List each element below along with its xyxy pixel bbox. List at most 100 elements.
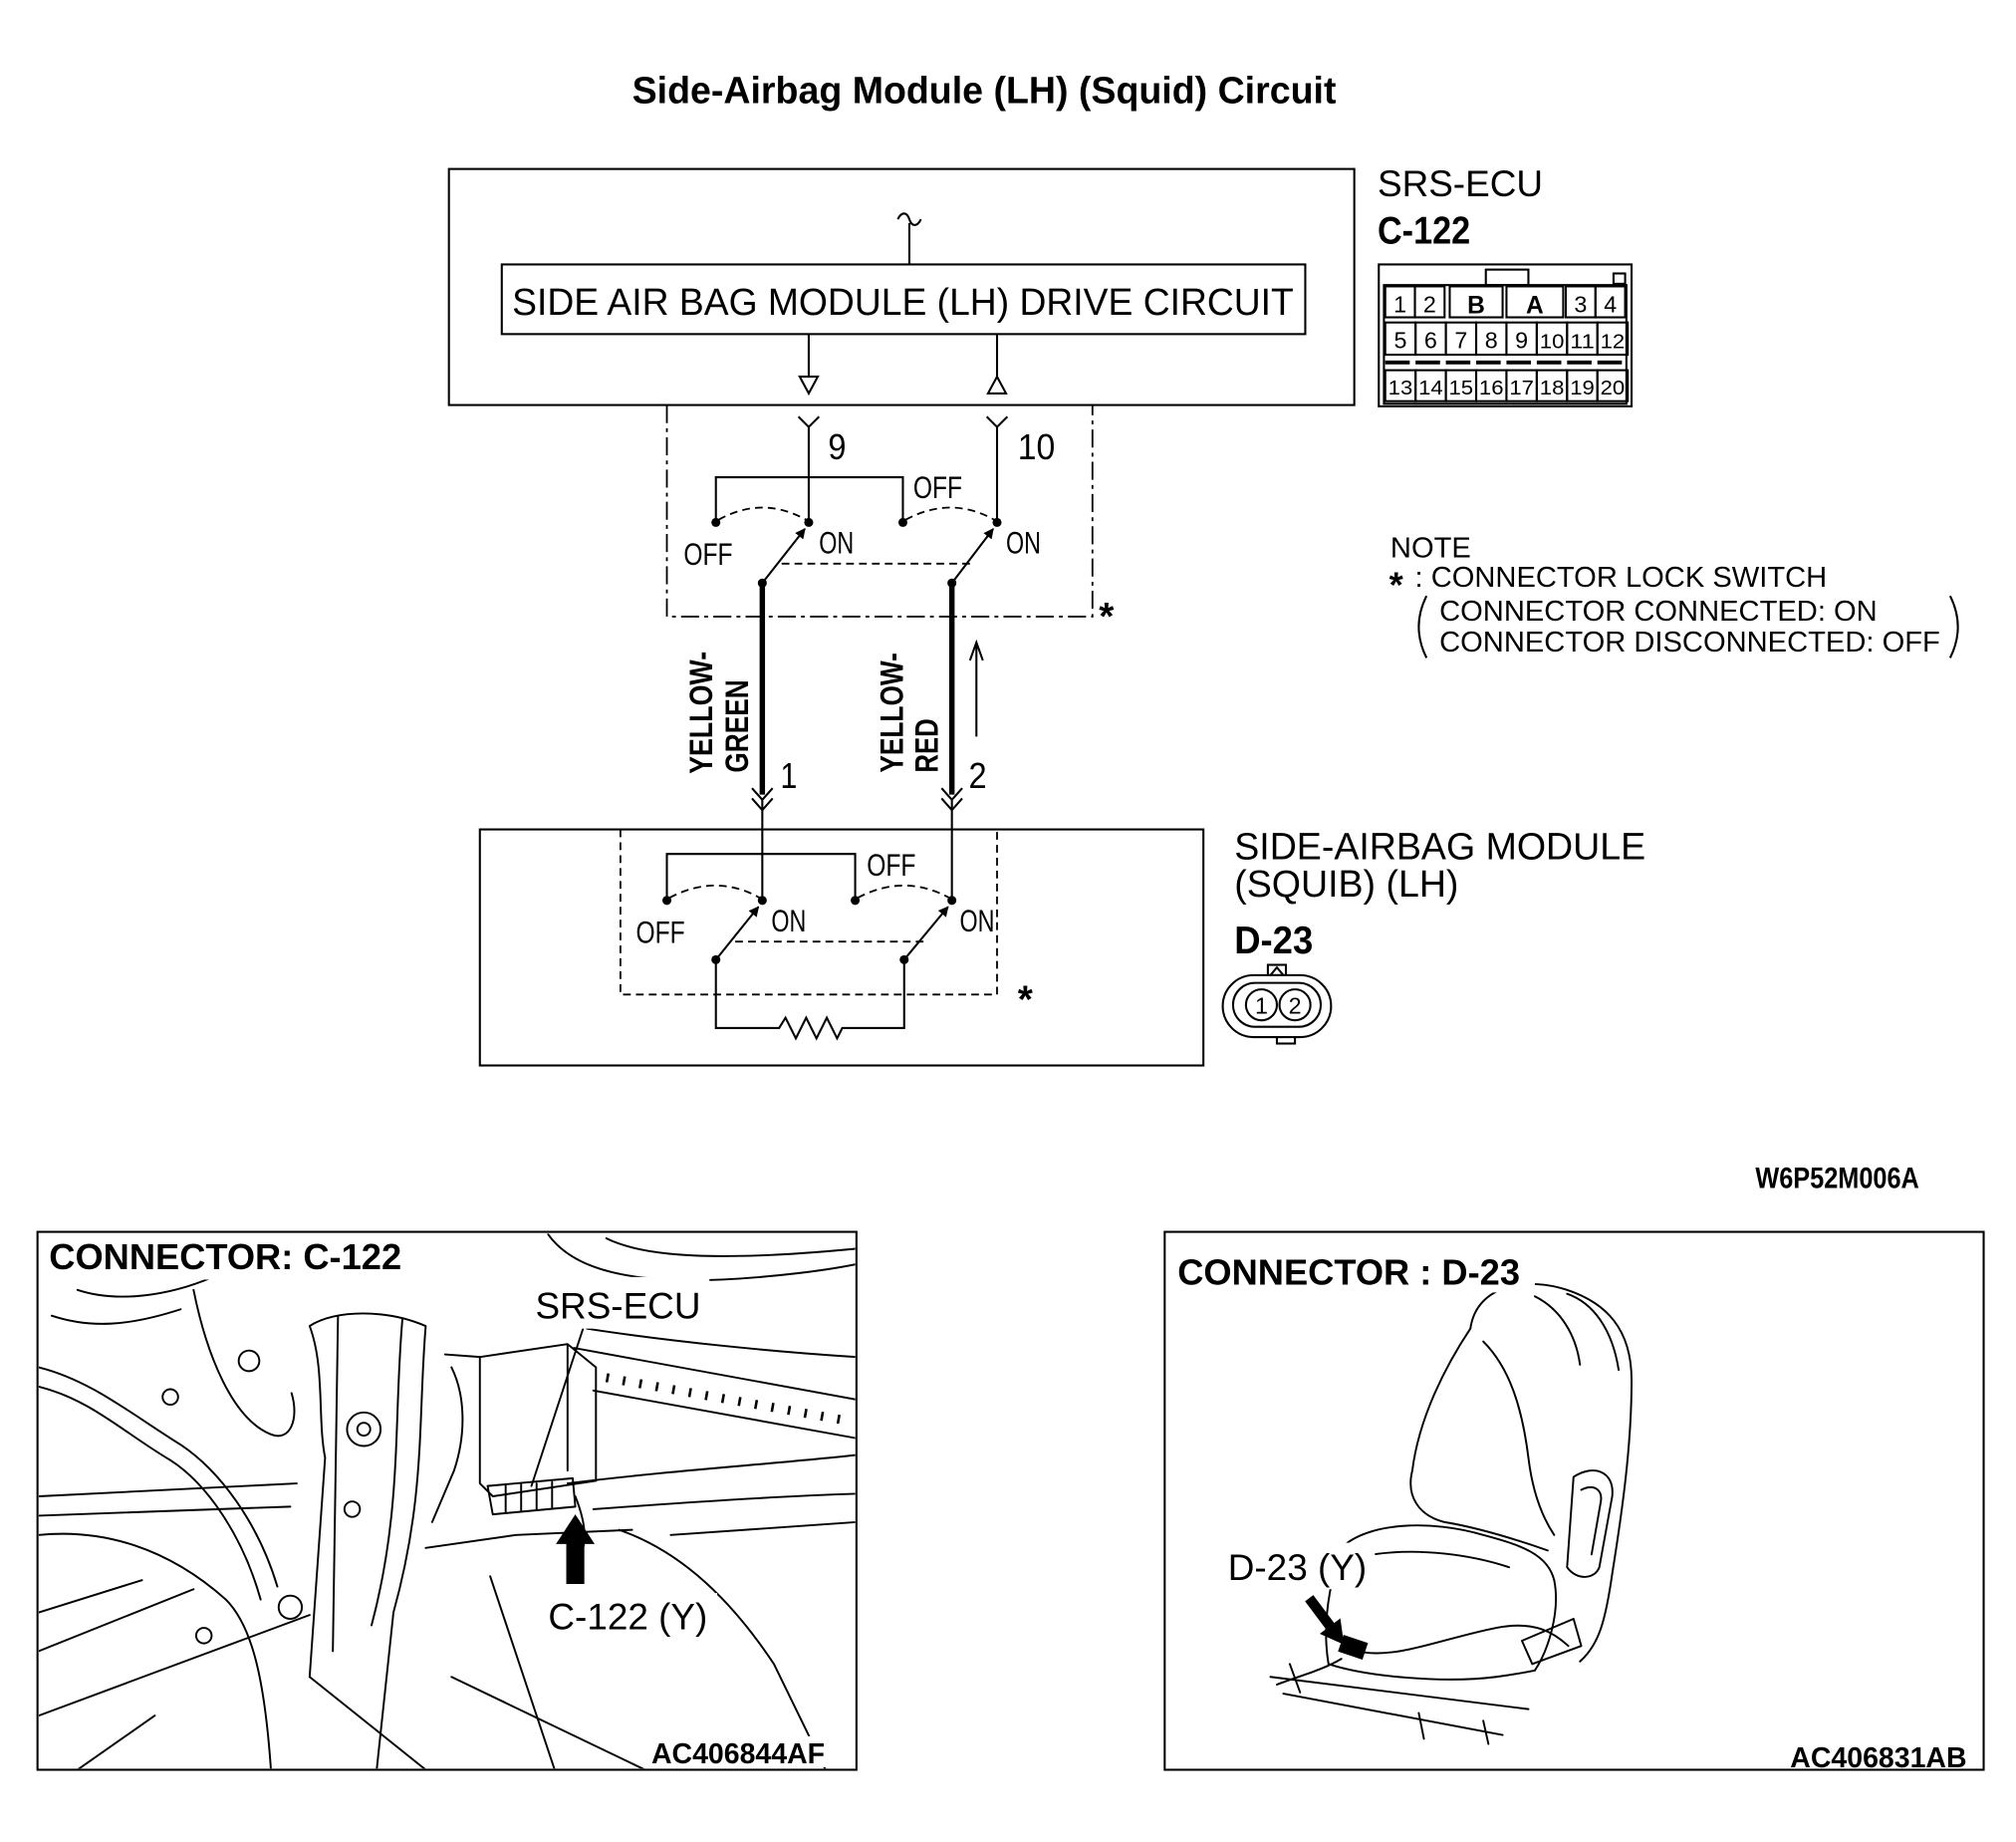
c122-pin: B [1467, 293, 1485, 320]
ecu-connector-boundary [665, 404, 1094, 618]
ecu-right-on-label: ON [1006, 525, 1041, 560]
right-switch-travel-arc [904, 506, 995, 521]
return-arrow-up [986, 334, 1008, 395]
wire-1-connector-chevron [751, 787, 774, 901]
wire-2-color-line1: YELLOW- [874, 653, 909, 772]
connector-d23-location-view: CONNECTOR : D-23 D-23 (Y) AC406831AB [1163, 1230, 1985, 1774]
left-switch-travel-arc [717, 506, 807, 521]
module-left-lever [714, 906, 760, 960]
dashboard-illustration [38, 1233, 856, 1769]
module-right-on-label: ON [959, 904, 994, 938]
module-connector-boundary [620, 829, 998, 996]
c122-pin: 16 [1479, 377, 1504, 399]
c122-pin: 2 [1423, 291, 1436, 317]
module-left-on-label: ON [771, 904, 806, 938]
module-right-lever [902, 906, 949, 961]
c122-location-arrow [556, 1514, 596, 1585]
module-left-travel-arc [668, 884, 761, 899]
c122-view-callout: C-122 (Y) [548, 1596, 707, 1637]
ecu-right-off-label: OFF [913, 470, 962, 505]
output-arrow-down [798, 334, 820, 396]
note-lock-switch: : CONNECTOR LOCK SWITCH [1415, 562, 1828, 594]
note-right-paren [1948, 595, 1959, 658]
terminal-10-fork [985, 415, 1009, 523]
left-off-contact [711, 517, 721, 527]
d23-view-figure-code: AC406831AB [1790, 1742, 1966, 1774]
terminal-10-label: 10 [1018, 426, 1056, 467]
c122-pin: 12 [1601, 331, 1626, 354]
d23-connector-face: 1 2 [1221, 963, 1333, 1045]
c122-pin: 5 [1393, 328, 1406, 354]
ecu-left-on-label: ON [819, 525, 854, 560]
d23-connector-part [1338, 1635, 1369, 1660]
d23-pin: 2 [1289, 993, 1302, 1019]
module-lock-mark: * [1018, 978, 1034, 1021]
c122-view-figure-code: AC406844AF [651, 1738, 825, 1770]
c122-connector-face: 1 2 B A 3 4 5 6 7 8 9 10 11 12 [1378, 263, 1634, 407]
note-heading: NOTE [1390, 532, 1471, 564]
module-off-contact-bridge [665, 853, 857, 901]
c122-pin: A [1526, 293, 1544, 320]
side-airbag-bolster [1566, 1469, 1614, 1578]
srs-ecu-name: SRS-ECU [1378, 163, 1543, 204]
c122-view-component-label: SRS-ECU [535, 1285, 700, 1326]
current-flow-arrow [968, 639, 984, 737]
side-airbag-module-box [478, 828, 1205, 1067]
connector-c122-location-view: CONNECTOR: C-122 SRS-ECU C-122 (Y) AC406… [36, 1230, 858, 1771]
c122-pin: 10 [1540, 331, 1565, 354]
module-right-off-contact [851, 896, 861, 906]
c122-pin: 19 [1570, 377, 1595, 399]
module-left-off-label: OFF [635, 916, 684, 950]
wire-2-terminal-number: 2 [969, 755, 987, 796]
c122-view-heading: CONNECTOR: C-122 [49, 1236, 401, 1277]
terminal-9-fork [797, 415, 821, 523]
srs-ecu-connector-id: C-122 [1378, 210, 1470, 253]
terminal-9-label: 9 [828, 426, 846, 467]
squib-resistor [714, 959, 905, 1041]
c122-pin: 8 [1485, 328, 1498, 354]
srs-ecu-box [447, 167, 1356, 406]
d23-view-heading: CONNECTOR : D-23 [1177, 1252, 1520, 1293]
ecu-lock-mark: * [1099, 596, 1115, 639]
d23-pin: 1 [1255, 993, 1268, 1019]
left-on-contact [804, 517, 814, 527]
c122-pin: 17 [1509, 377, 1534, 399]
note-connected: CONNECTOR CONNECTED: ON [1439, 596, 1878, 628]
c122-connector-part [486, 1476, 577, 1516]
srs-ecu-block: SIDE AIR BAG MODULE (LH) DRIVE CIRCUIT [447, 167, 1356, 406]
c122-pin: 7 [1454, 328, 1467, 354]
srs-ecu-unit [478, 1343, 598, 1497]
c122-pin: 18 [1540, 377, 1565, 399]
diagram-title: Side-Airbag Module (LH) (Squid) Circuit [632, 70, 1337, 112]
module-name-line2: (SQUIB) (LH) [1234, 863, 1458, 905]
module-name-line1: SIDE-AIRBAG MODULE [1234, 825, 1645, 867]
c122-pin: 4 [1604, 291, 1617, 317]
drive-circuit-box [500, 263, 1307, 336]
drive-circuit-label: SIDE AIR BAG MODULE (LH) DRIVE CIRCUIT [512, 281, 1294, 323]
c122-pin: 14 [1418, 377, 1443, 399]
harness-wires: YELLOW- GREEN YELLOW- RED 1 2 [683, 583, 987, 901]
c122-pin: 11 [1570, 331, 1595, 354]
wire-2-connector-chevron [940, 787, 963, 901]
d23-view-callout: D-23 (Y) [1228, 1547, 1367, 1588]
note-disconnected: CONNECTOR DISCONNECTED: OFF [1439, 627, 1940, 658]
c122-pin: 1 [1393, 291, 1406, 317]
ecu-connector-lock-switch: * 9 10 OFF ON OFF ON [665, 404, 1115, 639]
c122-pin: 15 [1449, 377, 1474, 399]
c122-pin: 6 [1424, 328, 1437, 354]
module-right-on-contact [947, 896, 957, 906]
diagram-code: W6P52M006A [1755, 1163, 1918, 1195]
module-left-on-contact [757, 896, 767, 906]
ecu-left-off-label: OFF [683, 537, 732, 572]
right-switch-lever [950, 528, 994, 584]
wire-2-color-line2: RED [908, 718, 944, 772]
note-block: NOTE * : CONNECTOR LOCK SWITCH CONNECTOR… [1389, 532, 1959, 658]
left-switch-lever [761, 528, 806, 584]
d23-location-arrow [1305, 1595, 1345, 1645]
c122-pin: 13 [1388, 377, 1413, 399]
module-right-off-label: OFF [867, 848, 915, 883]
note-mark: * [1389, 565, 1404, 606]
wire-1-color-line1: YELLOW- [683, 652, 719, 774]
connector-latch [1612, 272, 1627, 285]
module-connector-id: D-23 [1234, 920, 1313, 962]
